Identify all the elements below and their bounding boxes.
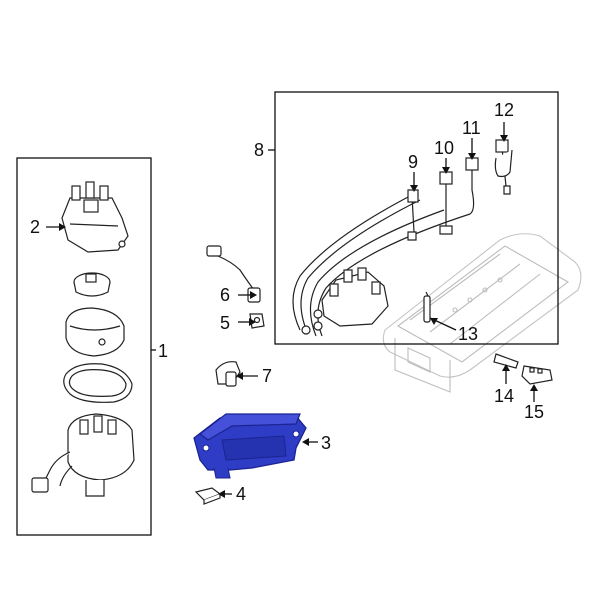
callout-labels: 1 2 3 4 5 6 7 8 9 10 11 12 13 14 15 (30, 100, 544, 504)
cap-with-wires-part[interactable] (301, 267, 389, 335)
distributor-cap-part[interactable] (61, 181, 129, 253)
callout-1: 1 (158, 341, 168, 361)
group-1-box (16, 157, 152, 536)
callout-7: 7 (262, 366, 272, 386)
callout-15: 15 (524, 402, 544, 422)
callout-12: 12 (494, 100, 514, 120)
crank-sensor-part[interactable] (215, 361, 241, 387)
spark-plug-part[interactable] (423, 291, 431, 323)
bracket-part[interactable] (194, 487, 222, 505)
engine-cover-ghost (382, 233, 582, 393)
connector-part[interactable] (521, 365, 553, 385)
sensor-lead-part[interactable] (206, 245, 261, 303)
callout-8: 8 (254, 140, 264, 160)
callout-9: 9 (408, 152, 418, 172)
distributor-housing-part[interactable] (31, 413, 135, 497)
dust-cover-part[interactable] (65, 307, 125, 357)
ignition-control-module-part[interactable] (193, 413, 307, 479)
callout-5: 5 (220, 313, 230, 333)
arrowheads (59, 135, 538, 498)
callout-4: 4 (236, 484, 246, 504)
callout-2: 2 (30, 217, 40, 237)
callout-3: 3 (321, 433, 331, 453)
spark-plug-wires-part[interactable] (292, 139, 513, 337)
callout-11: 11 (462, 118, 481, 138)
callout-14: 14 (494, 386, 514, 406)
gasket-part[interactable] (63, 363, 133, 403)
ground-strap-part[interactable] (493, 353, 519, 369)
group-8-box (274, 91, 559, 345)
callout-6: 6 (220, 285, 230, 305)
callout-10: 10 (434, 138, 454, 158)
callout-13: 13 (458, 324, 478, 344)
rotor-part[interactable] (73, 272, 111, 297)
